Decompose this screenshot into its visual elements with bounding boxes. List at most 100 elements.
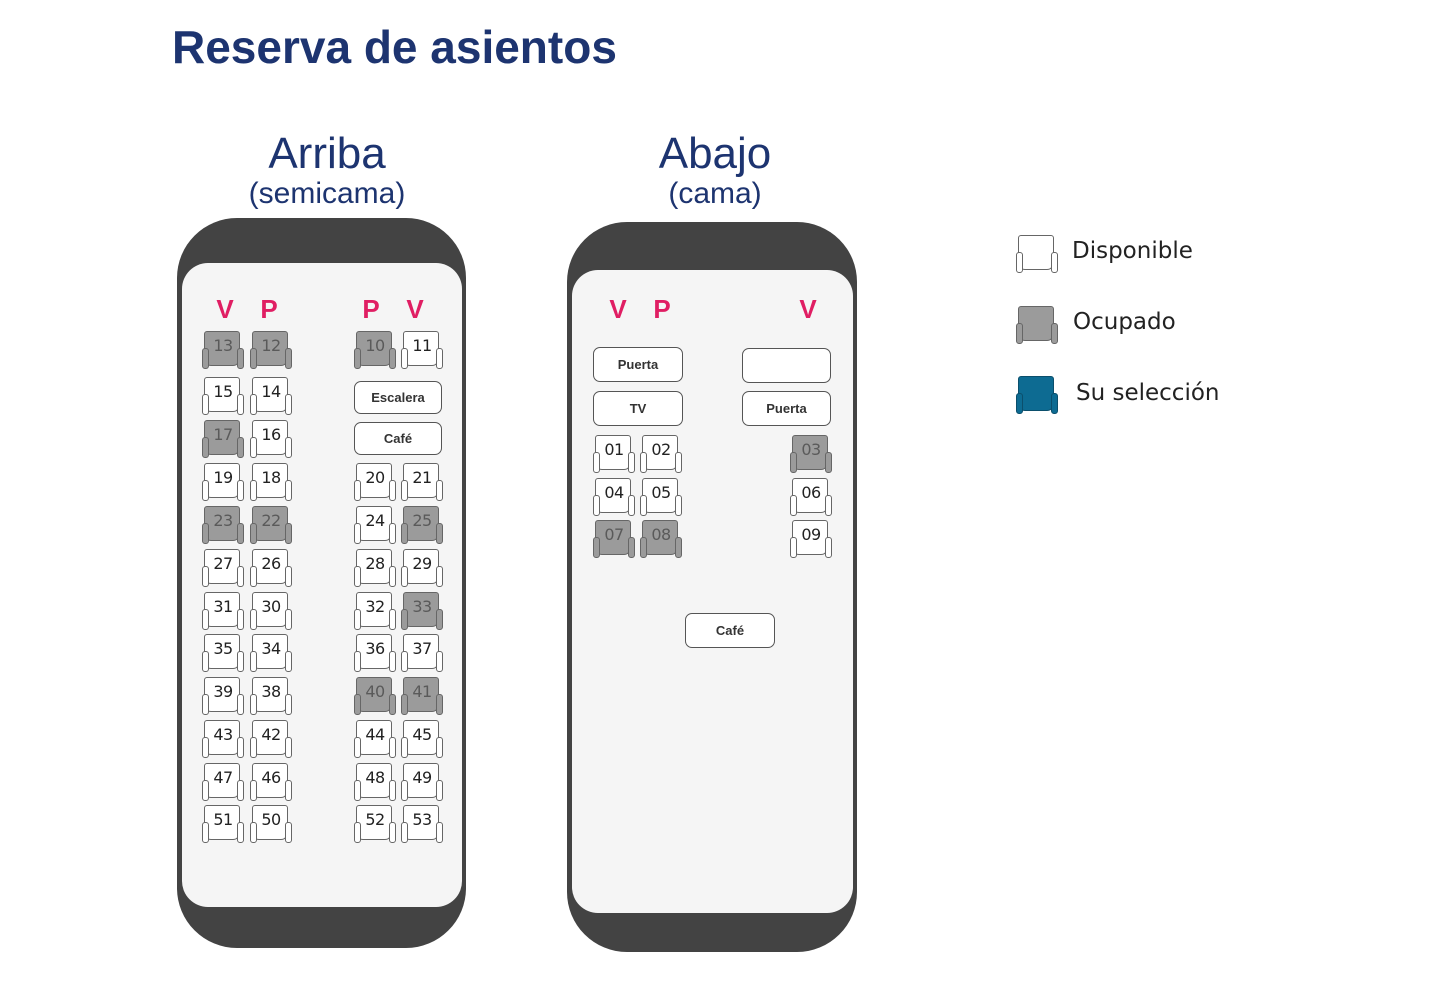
seat-armrest [401, 523, 408, 544]
seat-number: 48 [365, 768, 385, 787]
seat-upper-34[interactable]: 34 [250, 634, 292, 672]
seat-armrest [401, 348, 408, 369]
seat-number: 34 [261, 639, 281, 658]
seat-armrest [285, 394, 292, 415]
seat-armrest [401, 737, 408, 758]
seat-upper-28[interactable]: 28 [354, 549, 396, 587]
seat-upper-16[interactable]: 16 [250, 420, 292, 458]
seat-number: 29 [412, 554, 432, 573]
seat-icon [356, 720, 392, 755]
seat-upper-11[interactable]: 11 [401, 331, 443, 369]
page-title: Reserva de asientos [172, 21, 617, 73]
seat-upper-51[interactable]: 51 [202, 805, 244, 843]
seat-upper-35[interactable]: 35 [202, 634, 244, 672]
seat-upper-47[interactable]: 47 [202, 763, 244, 801]
seat-upper-19[interactable]: 19 [202, 463, 244, 501]
seat-armrest [389, 480, 396, 501]
seat-armrest [285, 694, 292, 715]
seat-armrest [593, 537, 600, 558]
seat-lower-02[interactable]: 02 [640, 435, 682, 473]
seat-armrest [389, 694, 396, 715]
seat-armrest [593, 495, 600, 516]
seat-upper-20[interactable]: 20 [354, 463, 396, 501]
seat-lower-04[interactable]: 04 [593, 478, 635, 516]
seat-number: 20 [365, 468, 385, 487]
seat-upper-36[interactable]: 36 [354, 634, 396, 672]
seat-upper-52[interactable]: 52 [354, 805, 396, 843]
seat-armrest [202, 523, 209, 544]
lower-door-label-right: Puerta [742, 391, 831, 426]
seat-number: 17 [213, 425, 233, 444]
seat-armrest [436, 348, 443, 369]
seat-lower-06[interactable]: 06 [790, 478, 832, 516]
seat-armrest [250, 780, 257, 801]
seat-number: 30 [261, 597, 281, 616]
seat-upper-44[interactable]: 44 [354, 720, 396, 758]
seat-armrest [202, 737, 209, 758]
seat-upper-48[interactable]: 48 [354, 763, 396, 801]
seat-upper-27[interactable]: 27 [202, 549, 244, 587]
seat-number: 50 [261, 810, 281, 829]
seat-upper-14[interactable]: 14 [250, 377, 292, 415]
seat-upper-31[interactable]: 31 [202, 592, 244, 630]
seat-armrest [354, 348, 361, 369]
seat-armrest [285, 348, 292, 369]
seat-upper-39[interactable]: 39 [202, 677, 244, 715]
seat-number: 46 [261, 768, 281, 787]
seat-armrest [250, 737, 257, 758]
seat-armrest [285, 609, 292, 630]
seat-upper-41: 41 [401, 677, 443, 715]
seat-armrest [202, 780, 209, 801]
seat-upper-17: 17 [202, 420, 244, 458]
seat-number: 42 [261, 725, 281, 744]
seat-armrest [825, 495, 832, 516]
lower-door-label-left: Puerta [593, 347, 683, 382]
seat-upper-18[interactable]: 18 [250, 463, 292, 501]
seat-upper-38[interactable]: 38 [250, 677, 292, 715]
seat-upper-37[interactable]: 37 [401, 634, 443, 672]
seat-number: 01 [604, 440, 624, 459]
lower-marker-window-left: V [609, 294, 627, 324]
seat-occupied-icon [1016, 306, 1058, 344]
seat-armrest [202, 566, 209, 587]
seat-upper-26[interactable]: 26 [250, 549, 292, 587]
seat-armrest [401, 609, 408, 630]
seat-upper-15[interactable]: 15 [202, 377, 244, 415]
seat-armrest [436, 480, 443, 501]
seat-upper-42[interactable]: 42 [250, 720, 292, 758]
seat-lower-01[interactable]: 01 [593, 435, 635, 473]
seat-upper-21[interactable]: 21 [401, 463, 443, 501]
seat-icon [595, 435, 631, 470]
seat-armrest [675, 495, 682, 516]
seat-upper-29[interactable]: 29 [401, 549, 443, 587]
seat-armrest [250, 609, 257, 630]
seat-armrest [237, 737, 244, 758]
upper-marker-window-left: V [216, 294, 234, 324]
seat-icon [403, 331, 439, 366]
seat-upper-45[interactable]: 45 [401, 720, 443, 758]
seat-upper-32[interactable]: 32 [354, 592, 396, 630]
seat-upper-30[interactable]: 30 [250, 592, 292, 630]
seat-lower-05[interactable]: 05 [640, 478, 682, 516]
seat-armrest [790, 537, 797, 558]
seat-number: 15 [213, 382, 233, 401]
seat-upper-33: 33 [401, 592, 443, 630]
seat-upper-49[interactable]: 49 [401, 763, 443, 801]
seat-upper-46[interactable]: 46 [250, 763, 292, 801]
seat-armrest [237, 480, 244, 501]
seat-armrest [285, 523, 292, 544]
seat-upper-43[interactable]: 43 [202, 720, 244, 758]
seat-armrest [250, 394, 257, 415]
seat-number: 52 [365, 810, 385, 829]
seat-number: 32 [365, 597, 385, 616]
lower-cafe-label: Café [685, 613, 775, 648]
seat-upper-50[interactable]: 50 [250, 805, 292, 843]
lower-deck-title: Abajo [658, 129, 772, 178]
seat-armrest [237, 780, 244, 801]
seat-lower-09[interactable]: 09 [790, 520, 832, 558]
seat-upper-24[interactable]: 24 [354, 506, 396, 544]
seat-upper-53[interactable]: 53 [401, 805, 443, 843]
seat-armrest [401, 651, 408, 672]
seat-selected-icon [1016, 376, 1058, 414]
seat-armrest [389, 780, 396, 801]
